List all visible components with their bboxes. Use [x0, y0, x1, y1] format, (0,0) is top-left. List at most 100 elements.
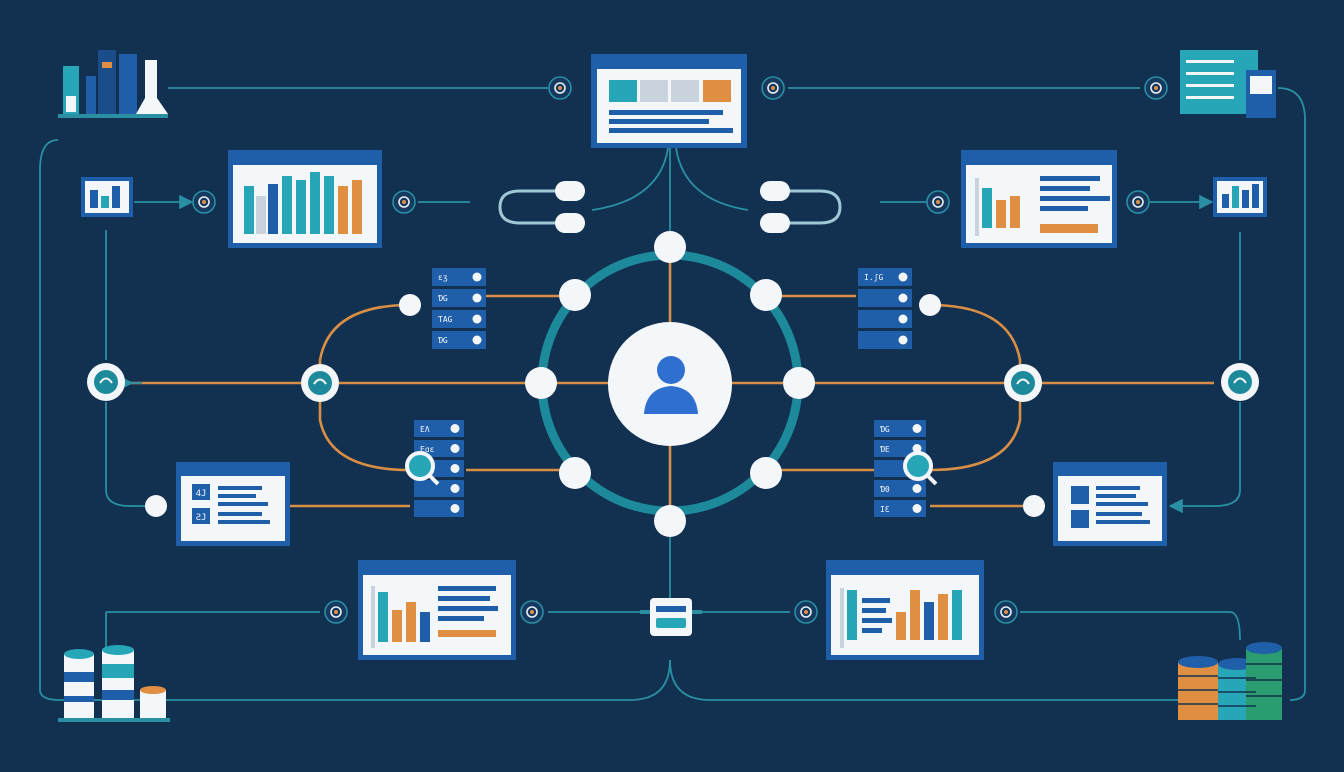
hub-node-right[interactable]: [783, 367, 815, 399]
connector-badge[interactable]: [324, 600, 348, 624]
left-chart-bar: [352, 180, 362, 234]
left-outer-loop: [39, 139, 61, 701]
stack-row-label: ƊE: [880, 445, 890, 454]
junction-node[interactable]: [1004, 364, 1042, 402]
stack-row-dot: [898, 314, 908, 324]
right-list-card[interactable]: [1053, 462, 1167, 546]
stack-row-label: ɛʒ: [438, 273, 448, 282]
stack-row-label: ƬAG: [438, 315, 453, 324]
stack-right-top[interactable]: I.ʃG: [858, 268, 912, 349]
left-chart-bar: [244, 186, 254, 234]
hub-node-top-right[interactable]: [750, 279, 782, 311]
right-outer-loop: [1277, 87, 1306, 701]
bottom-right-row: [1020, 611, 1241, 641]
stack-row-dot: [472, 335, 482, 345]
hub-node-top-left[interactable]: [559, 279, 591, 311]
connector-badge[interactable]: [794, 600, 818, 624]
device-stack-icon: [1180, 50, 1276, 118]
left-chart-window[interactable]: [228, 150, 382, 248]
stack-row-dot: [450, 444, 460, 453]
left-chart-bar: [310, 172, 320, 234]
flow-node[interactable]: [919, 294, 941, 316]
left-list-card[interactable]: 4J ƧJ: [176, 462, 290, 546]
cable-plugs-right: [760, 181, 842, 233]
connector-badge[interactable]: [548, 76, 572, 100]
junction-node[interactable]: [1221, 363, 1259, 401]
outer-connectors: [39, 87, 1306, 701]
connector-badge[interactable]: [994, 600, 1018, 624]
stack-row: [858, 310, 912, 328]
small-chart-left[interactable]: [81, 177, 133, 217]
junction-node[interactable]: [87, 363, 125, 401]
left-chart-bar: [338, 186, 348, 234]
stack-row: [858, 289, 912, 307]
top-dashboard-window[interactable]: [591, 54, 747, 148]
flow-node[interactable]: [145, 495, 167, 517]
connector-badge[interactable]: [926, 190, 950, 214]
stack-row: [414, 500, 464, 517]
magnifier-icon[interactable]: [903, 451, 938, 486]
stack-row: [414, 420, 464, 437]
stack-row-label: ƊG: [438, 336, 448, 345]
hub-node-bottom[interactable]: [654, 505, 686, 537]
bottom-left-loop: [60, 659, 671, 701]
stack-row-dot: [450, 424, 460, 433]
bottom-left-chart-window[interactable]: [358, 560, 516, 660]
stack-row-label: Eɑɛ: [420, 445, 435, 454]
bottom-right-chart-window[interactable]: [826, 560, 984, 660]
connector-badge[interactable]: [192, 190, 216, 214]
hub-nodes: [525, 231, 815, 537]
stack-row-dot: [912, 504, 922, 513]
hub-center[interactable]: [608, 322, 732, 446]
left-chart-bar: [256, 196, 266, 234]
cable-plugs-left: [498, 181, 585, 233]
center-tray-icon[interactable]: [640, 598, 702, 636]
database-cylinders-left: [58, 645, 170, 722]
connector-badge[interactable]: [761, 76, 785, 100]
stack-row: [858, 331, 912, 349]
left-chart-bars: [244, 172, 362, 234]
hub-node-left[interactable]: [525, 367, 557, 399]
stack-row-dot: [898, 335, 908, 345]
stack-row-label: IƐ: [880, 505, 890, 514]
top-branch-left: [591, 147, 669, 211]
magnifier-icon[interactable]: [405, 451, 440, 486]
small-chart-right[interactable]: [1213, 177, 1267, 217]
stack-row: [874, 480, 926, 497]
connector-badge[interactable]: [1144, 76, 1168, 100]
stack-row-dot: [898, 293, 908, 303]
stack-row: [432, 268, 486, 286]
flow-node[interactable]: [1023, 495, 1045, 517]
stack-row-dot: [898, 272, 908, 282]
connector-badges: [87, 76, 1259, 624]
stack-row-dot: [450, 464, 460, 473]
hub-node-bottom-left[interactable]: [559, 457, 591, 489]
connector-badge[interactable]: [1126, 190, 1150, 214]
hub-node-bottom-right[interactable]: [750, 457, 782, 489]
flow-node[interactable]: [399, 294, 421, 316]
stack-row-dot: [912, 444, 922, 453]
left-chart-bar: [324, 176, 334, 234]
stack-row-label: I.ʃG: [864, 273, 883, 282]
right-chart-window[interactable]: [961, 150, 1117, 248]
stack-row: [432, 331, 486, 349]
stack-row-dot: [912, 484, 922, 493]
stack-row-label: ƊG: [438, 294, 448, 303]
hub-node-top[interactable]: [654, 231, 686, 263]
top-branch-right: [675, 147, 749, 211]
stack-row-dot: [450, 484, 460, 493]
list-badge-1: 4J: [196, 489, 207, 499]
stack-row: [874, 420, 926, 437]
stack-row-label: EɅ: [420, 425, 430, 434]
user-icon: [644, 356, 698, 414]
connector-badge[interactable]: [520, 600, 544, 624]
connector-badge[interactable]: [392, 190, 416, 214]
stack-row-dot: [472, 314, 482, 324]
junction-node[interactable]: [301, 364, 339, 402]
left-vertical-bottom: [105, 402, 156, 507]
stack-row: [874, 500, 926, 517]
left-chart-bar: [268, 184, 278, 234]
